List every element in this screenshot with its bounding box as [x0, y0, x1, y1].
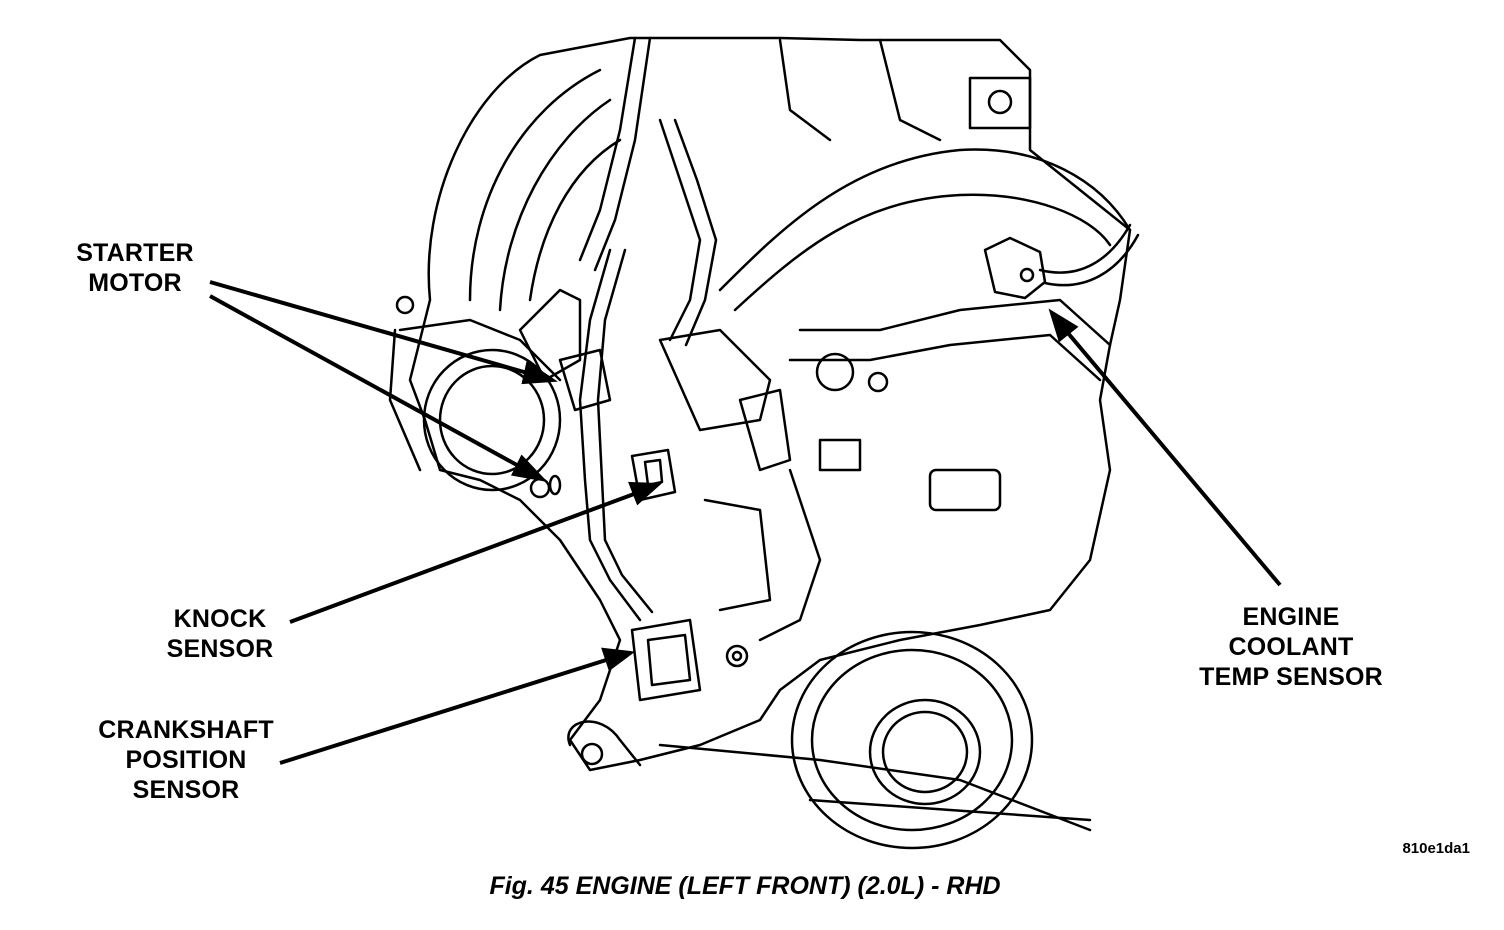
starter-motor-label-line1: STARTER: [76, 239, 194, 267]
knock-sensor-label-line2: SENSOR: [166, 635, 274, 663]
coolant-label-line3: TEMP SENSOR: [1199, 663, 1383, 691]
thermostat-housing: [422, 348, 562, 492]
starter-motor-label-line2: MOTOR: [88, 269, 182, 297]
coolant-sensor-body: [983, 236, 1047, 300]
crankshaft-position-sensor-label: CRANKSHAFT POSITION SENSOR: [80, 715, 292, 805]
crank-sensor-body: [630, 618, 702, 702]
reference-code: 810e1da1: [1402, 840, 1470, 857]
figure-caption: Fig. 45 ENGINE (LEFT FRONT) (2.0L) - RHD: [489, 872, 1001, 900]
starter-motor-label: STARTER MOTOR: [60, 238, 210, 298]
crankshaft-pulley: [790, 630, 1034, 850]
knock-sensor-label: KNOCK SENSOR: [150, 604, 290, 664]
knock-sensor-label-line1: KNOCK: [173, 605, 267, 633]
coolant-label-line1: ENGINE: [1242, 603, 1340, 631]
timing-cover-curve: [468, 68, 602, 302]
engine-block-outline: [408, 36, 1132, 772]
engine-coolant-temp-sensor-label: ENGINE COOLANT TEMP SENSOR: [1180, 602, 1402, 692]
coolant-label-line2: COOLANT: [1228, 633, 1354, 661]
wiring-harness: [578, 248, 642, 622]
crankshaft-label-line2: POSITION: [125, 746, 247, 774]
upper-cable: [578, 36, 637, 262]
front-cover: [798, 298, 1112, 347]
crankshaft-label-line3: SENSOR: [132, 776, 240, 804]
crankshaft-label-line1: CRANKSHAFT: [98, 716, 274, 744]
upper-hose: [718, 148, 1132, 292]
